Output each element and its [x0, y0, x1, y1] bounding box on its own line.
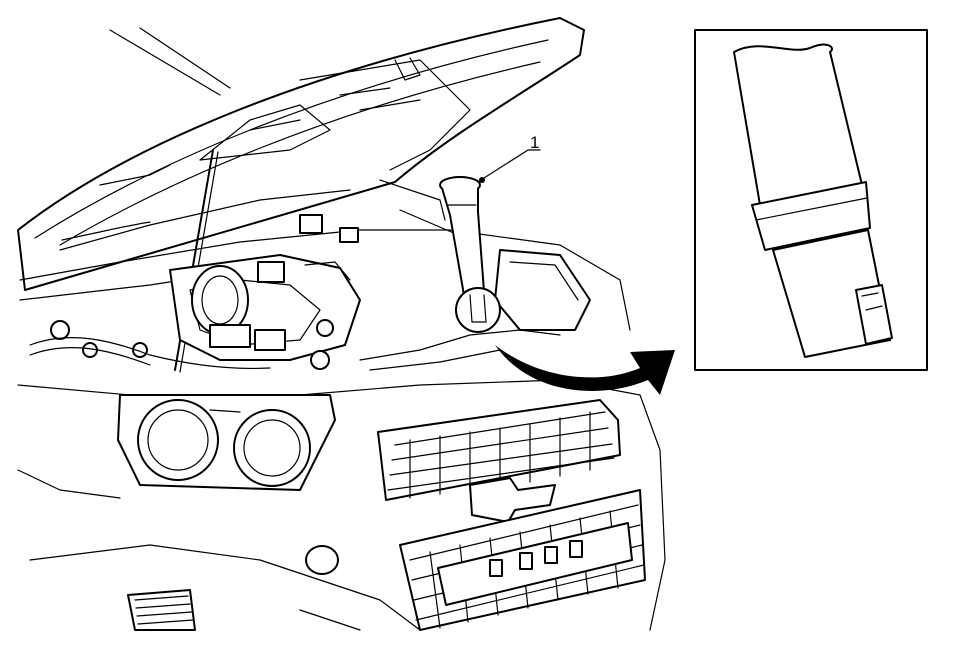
fog-light-opening: [305, 545, 339, 575]
detail-circle: [455, 287, 501, 333]
magnify-arrow: [495, 345, 675, 395]
engine-compartment: [19, 179, 631, 371]
headlamp-assembly: [117, 394, 336, 491]
callout-number: 1: [530, 133, 539, 152]
front-fascia: [17, 379, 666, 631]
raised-hood: [17, 17, 585, 291]
upper-grille: [377, 399, 621, 523]
lower-grille: [399, 489, 646, 631]
callout-1: 1: [483, 133, 541, 179]
detail-inset: [694, 29, 928, 371]
emblem: [469, 477, 556, 523]
license-plate-bracket: [437, 522, 633, 606]
